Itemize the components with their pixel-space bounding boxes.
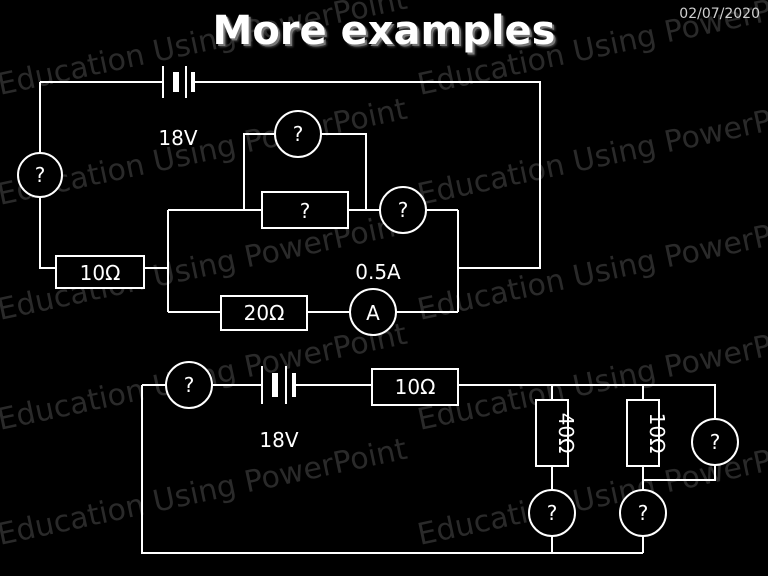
c1-meter-left [17, 152, 63, 198]
c2-battery-voltage: 18V [259, 428, 298, 452]
c2-meter-series [165, 361, 213, 409]
c2-meter-branch1 [528, 489, 576, 537]
c1-resistor-bottom-label: 20Ω [244, 301, 285, 325]
c2-resistor-branch1 [535, 399, 569, 467]
c2-wire-branch3 [643, 464, 716, 481]
c1-wire-top [40, 81, 541, 269]
c2-battery-cell [272, 373, 278, 397]
watermark: Education Using PowerPoint [414, 92, 768, 213]
c1-ammeter-symbol: A [366, 301, 380, 325]
c1-meter-top-symbol: ? [293, 122, 304, 146]
c2-meter-branch2 [619, 489, 667, 537]
c1-resistor-series-label: 10Ω [80, 261, 121, 285]
c1-meter-left-symbol: ? [35, 163, 46, 187]
c2-meter-branch2-symbol: ? [638, 501, 649, 525]
c1-battery-cell [191, 72, 195, 92]
c1-wire-left [39, 82, 56, 269]
c1-resistor-series [55, 255, 145, 289]
c1-battery [162, 66, 195, 98]
c2-resistor-branch1-label: 40Ω [554, 413, 578, 454]
c1-resistor-unknown-label: ? [300, 199, 311, 223]
c1-resistor-bottom [220, 295, 308, 331]
c2-battery [261, 366, 296, 404]
c1-wire-parallel [167, 209, 459, 312]
c1-ammeter-reading: 0.5A [355, 260, 401, 284]
page-title: More examples [212, 8, 556, 54]
date-stamp: 02/07/2020 [679, 6, 760, 22]
c1-resistor-unknown [261, 191, 349, 229]
circuit-1: 18V ? 10Ω ? ? ? 20Ω A 0.5A [17, 66, 541, 336]
circuit-2: ? 18V 10Ω 40Ω 10Ω ? ? ? [141, 361, 739, 554]
c2-meter-branch3 [691, 418, 739, 466]
c2-resistor-branch2-label: 10Ω [645, 413, 669, 454]
c1-meter-top [274, 110, 322, 158]
c2-resistor-branch2 [626, 399, 660, 467]
watermark: Education Using PowerPoint [0, 432, 410, 553]
c1-battery-voltage: 18V [158, 126, 197, 150]
c1-ammeter [349, 288, 397, 336]
c2-wire-main [141, 385, 643, 554]
c1-meter-right-symbol: ? [398, 198, 409, 222]
c2-meter-series-symbol: ? [184, 373, 195, 397]
c2-resistor-series [371, 368, 459, 406]
c2-battery-cell [292, 373, 296, 397]
c2-wire-series [142, 384, 716, 420]
c2-meter-branch3-symbol: ? [710, 430, 721, 454]
c1-battery-cell [173, 72, 179, 92]
c1-wire-top-branch [243, 133, 367, 210]
c1-meter-right [379, 186, 427, 234]
c2-resistor-series-label: 10Ω [395, 375, 436, 399]
c2-meter-branch1-symbol: ? [547, 501, 558, 525]
